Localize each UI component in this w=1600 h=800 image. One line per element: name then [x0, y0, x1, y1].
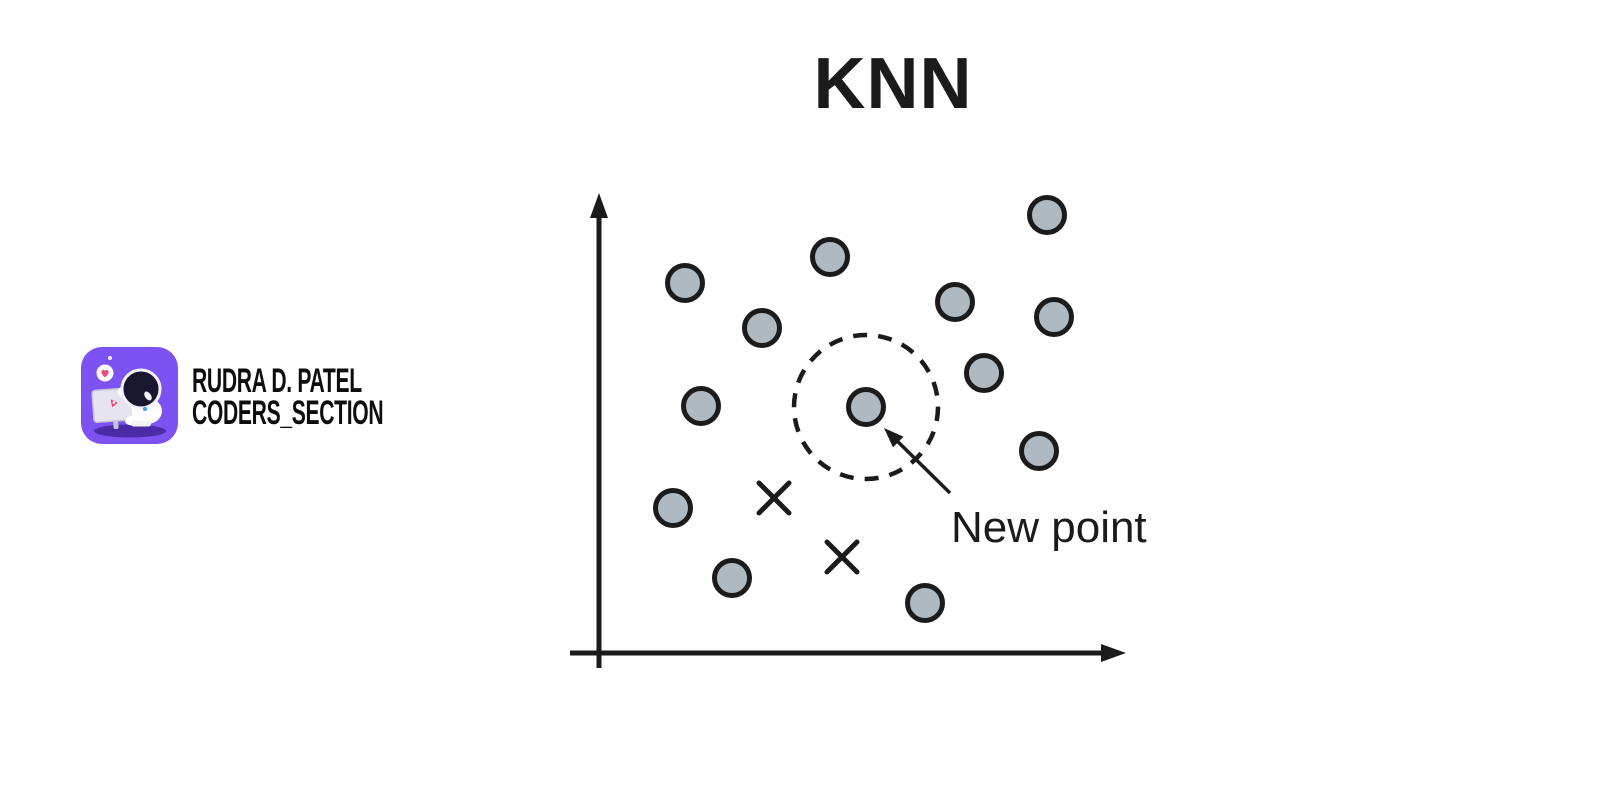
circle-class-point	[742, 308, 782, 348]
circle-class-point	[964, 353, 1004, 393]
circle-class-point	[1034, 297, 1074, 337]
circle-class-point	[712, 558, 752, 598]
circle-class-point	[665, 263, 705, 303]
cross-class-point	[824, 539, 860, 575]
circle-class-point	[681, 386, 721, 426]
circle-class-point	[1019, 431, 1059, 471]
logo-ground-shadow	[94, 424, 166, 438]
new-point-arrow-line	[894, 437, 952, 495]
astronaut-icon	[118, 368, 162, 427]
creator-handle: CODERS_SECTION	[192, 394, 384, 432]
new-point-arrowhead	[884, 428, 904, 448]
circle-class-point	[935, 282, 975, 322]
heart-bubble-icon	[96, 364, 114, 382]
circle-class-point	[810, 237, 850, 277]
neighborhood-dashed-circle	[791, 332, 941, 482]
creator-name-block: RUDRA D. PATEL CODERS_SECTION	[192, 362, 384, 432]
circle-class-point	[1027, 195, 1067, 235]
coders-section-logo	[81, 347, 178, 444]
x-axis-arrowhead	[1101, 644, 1126, 662]
diagram-title: KNN	[813, 44, 973, 124]
new-point-marker	[846, 387, 886, 427]
new-point-label: New point	[951, 503, 1147, 552]
y-axis-arrowhead	[590, 193, 608, 218]
cross-class-point	[756, 480, 792, 516]
circle-class-point	[653, 488, 693, 528]
creator-name: RUDRA D. PATEL	[192, 362, 362, 400]
sparkle-dot-icon	[108, 356, 112, 360]
circle-class-point	[905, 583, 945, 623]
